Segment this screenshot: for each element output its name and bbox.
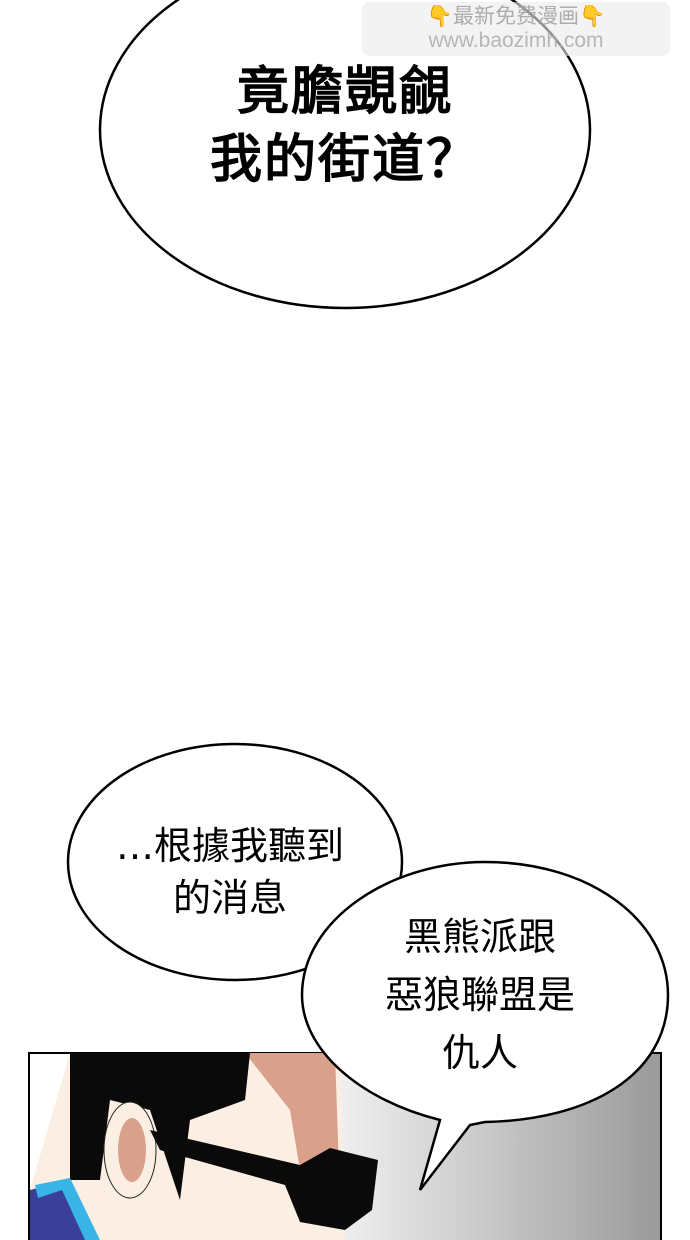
bubble-top-line2: 我的街道？ (209, 130, 480, 190)
character-sunglasses-man (30, 1053, 378, 1240)
bubble-top-line1: 竟膽覬覦 (236, 62, 453, 122)
pointing-down-hand-icon: 👇 (579, 4, 606, 28)
watermark-line2: www.baozimh.com (428, 29, 604, 52)
pointing-down-hand-icon: 👇 (426, 4, 453, 28)
watermark-line1-row: 👇最新免费漫画👇 (362, 4, 670, 28)
bubble-right-text: 黑熊派跟 惡狼聯盟是 仇人 (330, 908, 630, 1082)
bubble-left-line1: …根據我聽到 (115, 824, 344, 868)
speech-bubble-left (66, 742, 404, 982)
watermark: 👇最新免费漫画👇 www.baozimh.com (362, 2, 670, 56)
bubble-left-line2: 的消息 (172, 876, 287, 920)
bubble-right-line1: 黑熊派跟 (403, 915, 556, 959)
bubble-top-text: 竟膽覬覦 我的街道？ (150, 58, 540, 194)
watermark-line1: 最新免费漫画 (453, 4, 579, 28)
speech-bubble-right (300, 860, 670, 1191)
speech-bubble-top (98, 0, 592, 310)
bubble-left-text: …根據我聽到 的消息 (80, 820, 380, 924)
bubble-right-line2: 惡狼聯盟是 (384, 973, 575, 1017)
bubble-right-line3: 仇人 (441, 1031, 518, 1075)
